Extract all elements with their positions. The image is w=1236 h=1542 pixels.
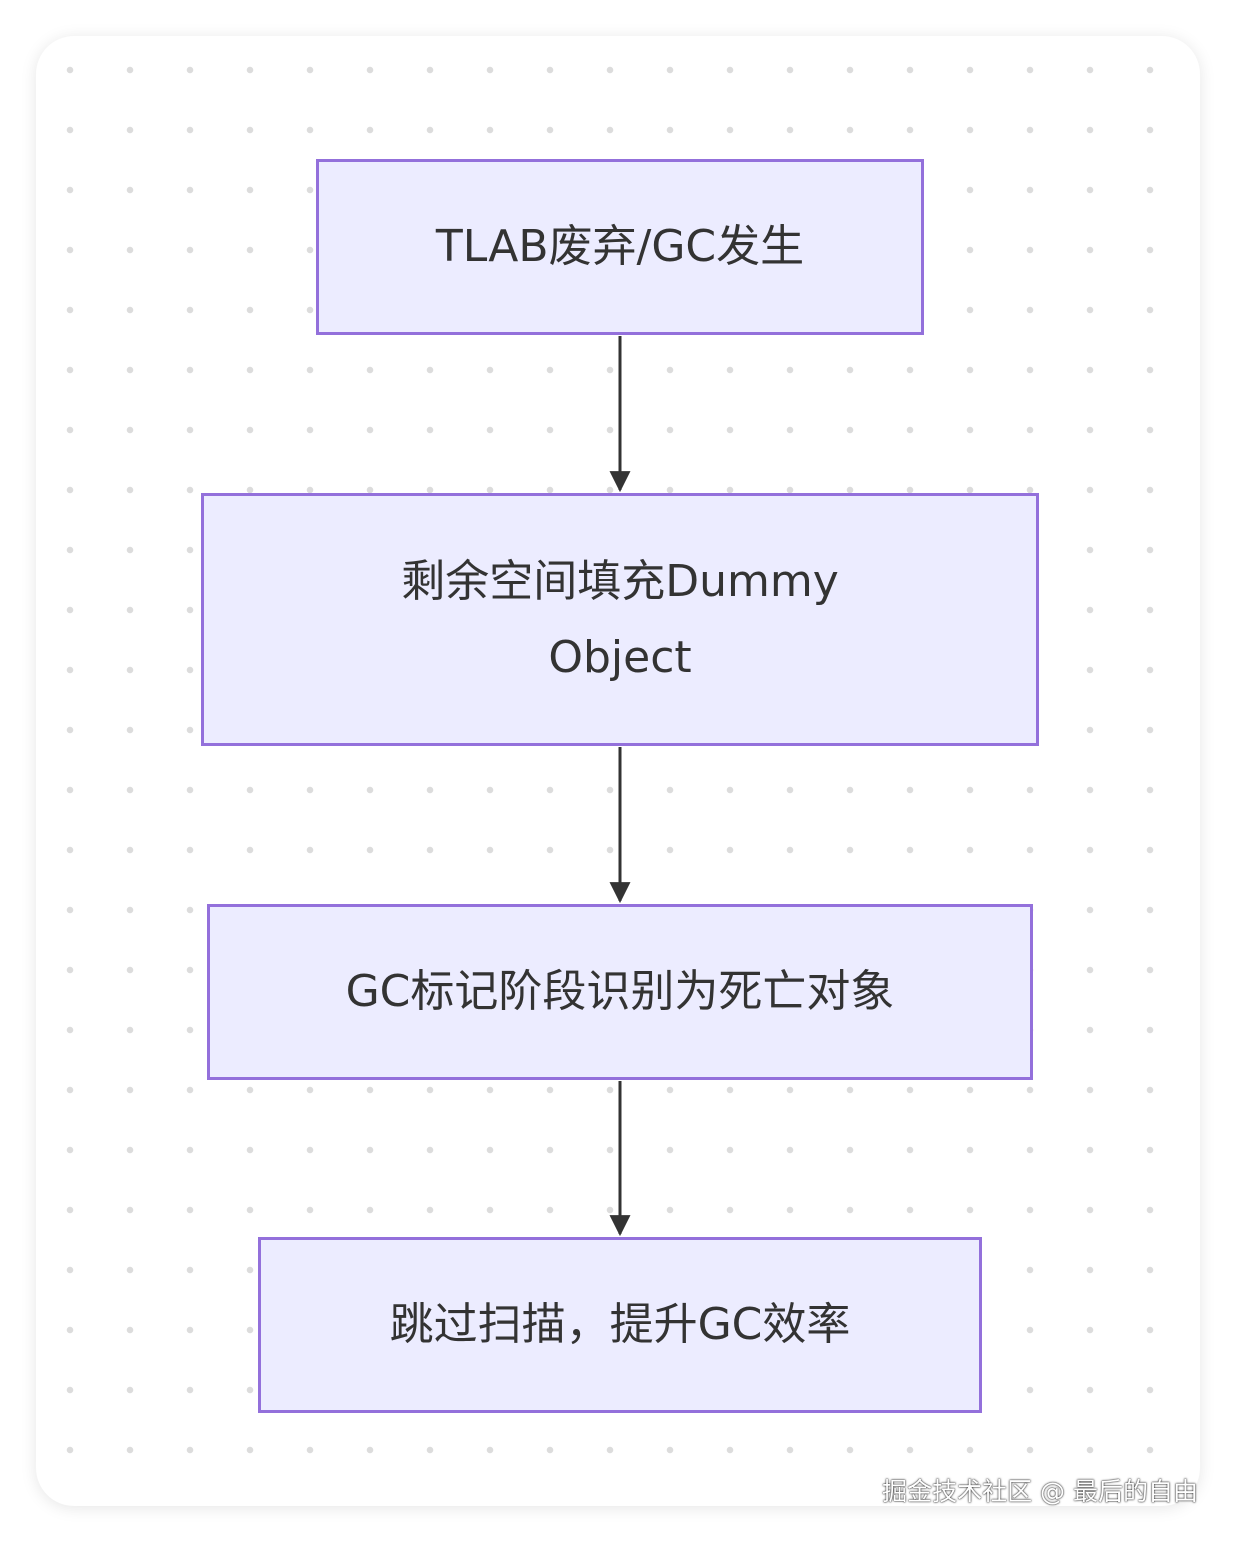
flow-node-fill-dummy-object: 剩余空间填充Dummy Object: [201, 493, 1039, 746]
node-label: 剩余空间填充Dummy Object: [401, 555, 839, 683]
flow-node-tlab-discard: TLAB废弃/GC发生: [316, 159, 924, 335]
node-label: GC标记阶段识别为死亡对象: [345, 966, 895, 1017]
flow-node-skip-scan: 跳过扫描，提升GC效率: [258, 1237, 982, 1413]
node-label: 跳过扫描，提升GC效率: [389, 1299, 851, 1350]
flow-node-gc-mark-dead: GC标记阶段识别为死亡对象: [207, 904, 1033, 1080]
watermark: 掘金技术社区 @ 最后的自由: [882, 1477, 1198, 1506]
node-label: TLAB废弃/GC发生: [435, 221, 805, 272]
